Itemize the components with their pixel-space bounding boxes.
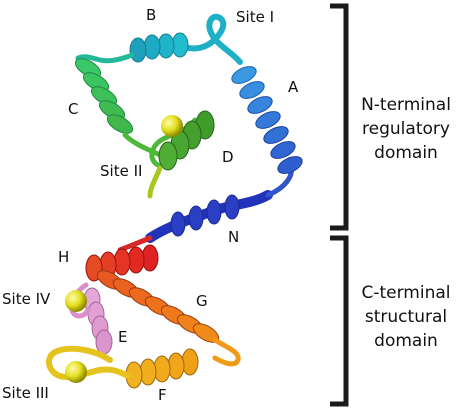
n-terminal-bracket bbox=[330, 3, 349, 231]
n-terminal-line-1: N-terminal bbox=[361, 95, 451, 115]
label-helix-b: B bbox=[146, 6, 157, 24]
label-terminus-n: N bbox=[228, 228, 240, 246]
label-helix-e: E bbox=[118, 328, 128, 346]
site-iii-loop bbox=[46, 345, 131, 381]
calcium-ion-site-iv bbox=[65, 290, 87, 312]
helix-g-tail bbox=[212, 337, 241, 367]
n-terminal-domain-label: N-terminal regulatory domain bbox=[346, 94, 460, 165]
label-site-iii: Site III bbox=[2, 384, 49, 402]
helix-d-tail bbox=[147, 165, 163, 199]
helix-g-coils bbox=[96, 270, 220, 343]
linker-bc bbox=[75, 52, 135, 64]
c-terminal-line-3: domain bbox=[374, 330, 438, 351]
label-helix-f: F bbox=[158, 386, 167, 404]
helix-f-coils bbox=[125, 348, 199, 389]
c-terminal-domain-label: C-terminal structural domain bbox=[346, 282, 460, 353]
helix-c-coils bbox=[74, 58, 134, 134]
helix-n-coils bbox=[170, 194, 240, 237]
helix-e-coils bbox=[83, 287, 113, 355]
helix-b-coils bbox=[129, 32, 189, 63]
n-terminal-line-2: regulatory bbox=[362, 118, 450, 139]
label-helix-c: C bbox=[68, 100, 79, 118]
c-terminal-line-1: C-terminal bbox=[361, 283, 451, 303]
label-helix-d: D bbox=[222, 148, 234, 166]
calcium-ion-site-ii bbox=[161, 115, 183, 137]
label-site-ii: Site II bbox=[100, 162, 143, 180]
label-site-iv: Site IV bbox=[2, 290, 51, 308]
label-helix-h: H bbox=[58, 248, 70, 266]
n-terminal-line-3: domain bbox=[374, 142, 438, 163]
c-terminal-bracket bbox=[330, 235, 349, 407]
helix-a-coils bbox=[231, 66, 303, 174]
calcium-ion-site-iii bbox=[65, 361, 87, 383]
label-site-i: Site I bbox=[236, 8, 274, 26]
c-terminal-line-2: structural bbox=[364, 306, 448, 327]
label-helix-a: A bbox=[288, 78, 299, 96]
label-helix-g: G bbox=[196, 292, 208, 310]
helix-h-coils bbox=[85, 244, 159, 282]
site-i-loop bbox=[177, 13, 243, 65]
